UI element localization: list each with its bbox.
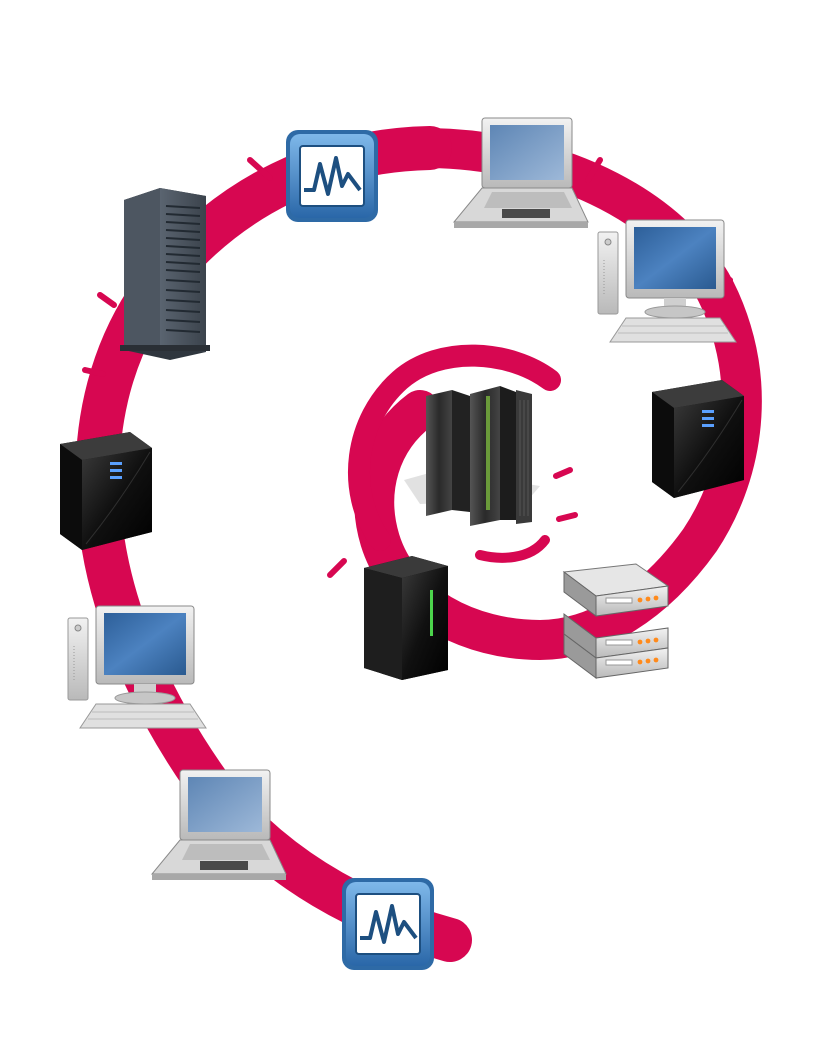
laptop-icon bbox=[151, 769, 287, 881]
mainframe-icon bbox=[404, 386, 540, 526]
swirl-inner-tail bbox=[475, 535, 550, 563]
system-monitor-icon bbox=[340, 876, 436, 972]
tower-server-icon bbox=[120, 188, 210, 360]
swirl-inner bbox=[348, 344, 561, 551]
cube-server-icon bbox=[651, 379, 745, 499]
tower-server-icon bbox=[364, 556, 448, 680]
desktop-computer-icon bbox=[67, 605, 207, 729]
cube-server-icon bbox=[59, 431, 153, 551]
system-monitor-icon bbox=[284, 128, 380, 224]
desktop-computer-icon bbox=[597, 219, 737, 343]
rack-server-icon bbox=[562, 563, 670, 679]
